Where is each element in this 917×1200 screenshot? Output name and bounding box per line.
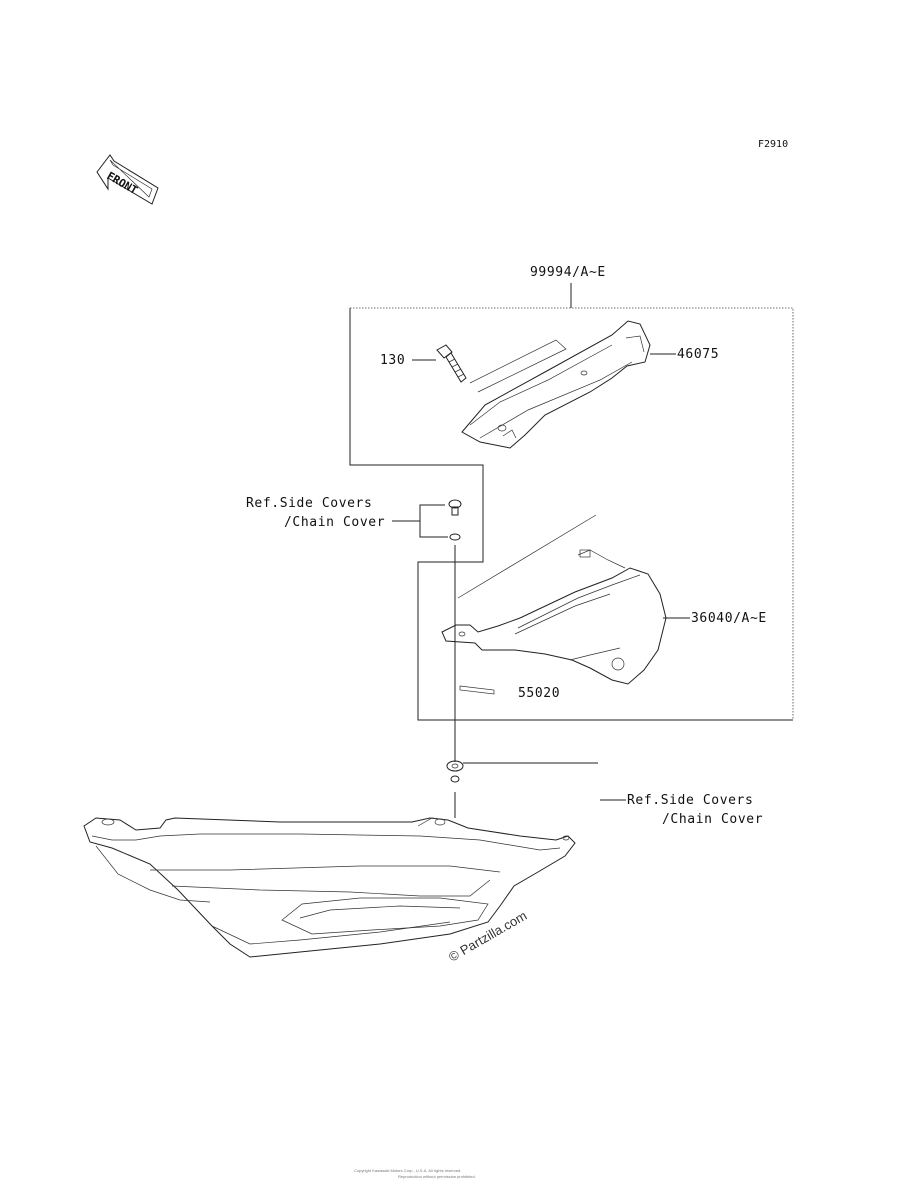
kit-boundary [349, 283, 794, 721]
callout-46075: 46075 [677, 347, 719, 362]
footer-line1: Copyright Kawasaki Motors Corp., U.S.A. … [354, 1168, 461, 1173]
side-cover-ref [83, 817, 576, 958]
grommet-ref-bottom [446, 760, 464, 818]
callout-130: 130 [380, 353, 405, 368]
ref-bottom-line2: /Chain Cover [662, 812, 763, 827]
cover-36040 [441, 514, 667, 685]
bracket-46075 [461, 320, 651, 449]
callout-99994: 99994/A~E [530, 265, 606, 280]
leader-ref-top [392, 504, 445, 522]
callout-55020: 55020 [518, 686, 560, 701]
footer-line2: Reproduction without permission prohibit… [398, 1174, 476, 1179]
ref-top-line2: /Chain Cover [284, 515, 385, 530]
screw-ref-top [448, 499, 462, 541]
bolt-130 [412, 344, 467, 383]
ref-bottom-line1: Ref.Side Covers [627, 793, 753, 808]
callout-36040: 36040/A~E [691, 611, 767, 626]
figure-code: F2910 [758, 139, 788, 150]
ref-top-line1: Ref.Side Covers [246, 496, 372, 511]
label-55020 [459, 685, 495, 695]
watermark: © Partzilla.com [446, 908, 529, 965]
front-arrow-icon: FRONT [96, 154, 159, 205]
